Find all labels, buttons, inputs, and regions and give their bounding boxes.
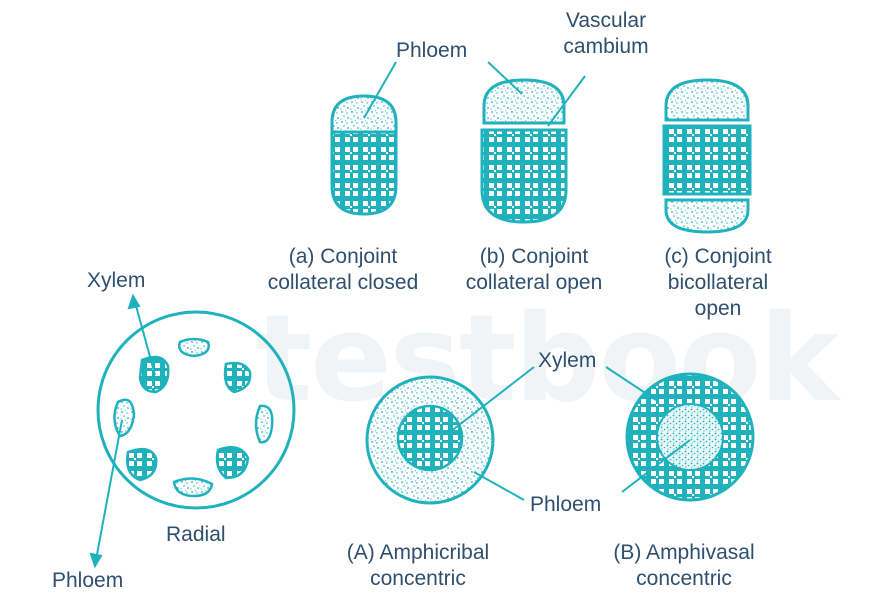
bundle-c-inner-phloem: [664, 198, 750, 234]
leader-phloem-amphivasal: [621, 439, 691, 493]
arrow-phloem-radial-head: [89, 552, 103, 569]
leader-cambium: [547, 75, 586, 127]
radial-xylem-patch: [126, 447, 158, 482]
arrow-xylem-radial-line: [134, 301, 156, 376]
radial-phloem-patch: [178, 337, 210, 358]
caption-b: (b) Conjoint collateral open: [465, 245, 603, 294]
bundle-b-phloem: [482, 78, 566, 125]
bundle-radial: [96, 310, 296, 510]
bundle-b-collateral-open: [480, 78, 568, 224]
radial-xylem-patch: [223, 361, 252, 394]
bundle-a-phloem: [330, 94, 398, 134]
radial-xylem-patch: [215, 446, 250, 480]
label-xylem-concentric: Xylem: [538, 349, 597, 372]
label-xylem-radial: Xylem: [87, 269, 146, 292]
caption-amphivasal: (B) Amphivasal concentric: [613, 541, 755, 590]
caption-c: (c) Conjoint bicollateral open: [664, 245, 772, 320]
leader-phloem-a: [363, 61, 397, 119]
radial-phloem-patch: [113, 398, 136, 438]
label-vascular-cambium: Vascular cambium: [563, 9, 649, 58]
radial-phloem-patch: [172, 477, 214, 498]
arrow-phloem-radial-line: [95, 419, 123, 561]
bundle-c-xylem: [662, 124, 752, 196]
bundle-amphicribal: [365, 375, 495, 505]
label-phloem-concentric: Phloem: [530, 493, 602, 516]
leader-phloem-amphicribal: [473, 471, 525, 501]
leader-xylem-amphicribal: [449, 366, 535, 433]
bundle-b-xylem: [480, 128, 568, 224]
caption-a: (a) Conjoint collateral closed: [267, 245, 419, 294]
label-radial: Radial: [166, 523, 226, 546]
amphivasal-phloem-core: [656, 403, 724, 471]
label-phloem-top: Phloem: [396, 39, 468, 62]
leader-xylem-amphivasal: [605, 366, 657, 401]
arrow-xylem-radial-head: [127, 293, 141, 310]
bundle-c-bicollateral-open: [662, 78, 752, 234]
bundle-a-collateral-closed: [330, 94, 398, 216]
radial-outline: [96, 310, 296, 510]
caption-amphicribal: (A) Amphicribal concentric: [346, 541, 490, 590]
bundle-c-outer-phloem: [664, 78, 750, 122]
bundle-a-xylem: [330, 130, 398, 216]
radial-phloem-patch: [254, 404, 274, 444]
label-phloem-radial: Phloem: [52, 569, 124, 592]
leader-phloem-b: [487, 61, 523, 95]
amphicribal-xylem-core: [396, 404, 464, 472]
